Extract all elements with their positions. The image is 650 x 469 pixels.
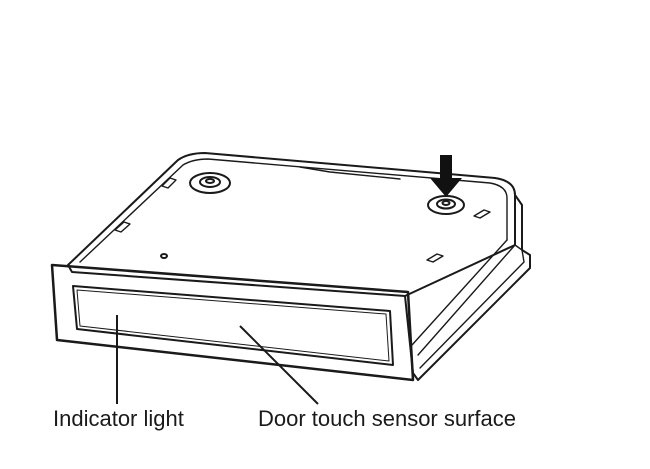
top-ridge <box>299 166 401 180</box>
device-right-side-inner <box>411 239 523 356</box>
device-top-rim <box>79 158 508 263</box>
clip-right-bottom <box>426 253 444 263</box>
indicator-light-label: Indicator light <box>53 406 184 431</box>
leader-line-sensor <box>239 325 319 405</box>
right-screw-boss-inner <box>436 198 456 210</box>
touch-sensor-window-inner <box>76 289 390 362</box>
right-screw-hole <box>441 200 451 206</box>
door-touch-sensor-label: Door touch sensor surface <box>258 406 517 431</box>
left-screw-boss-inner <box>199 176 221 188</box>
clip-left-top <box>161 177 177 189</box>
device-right-lower-lip <box>419 249 525 369</box>
top-surface-dot <box>160 253 168 259</box>
front-bezel <box>50 263 415 382</box>
touch-sensor-window <box>72 285 394 366</box>
left-screw-boss-outer <box>189 172 231 194</box>
left-screw-hole <box>205 178 215 184</box>
clip-right-top <box>473 209 491 219</box>
press-arrow-icon <box>430 155 462 197</box>
clip-left-bottom <box>114 221 131 233</box>
